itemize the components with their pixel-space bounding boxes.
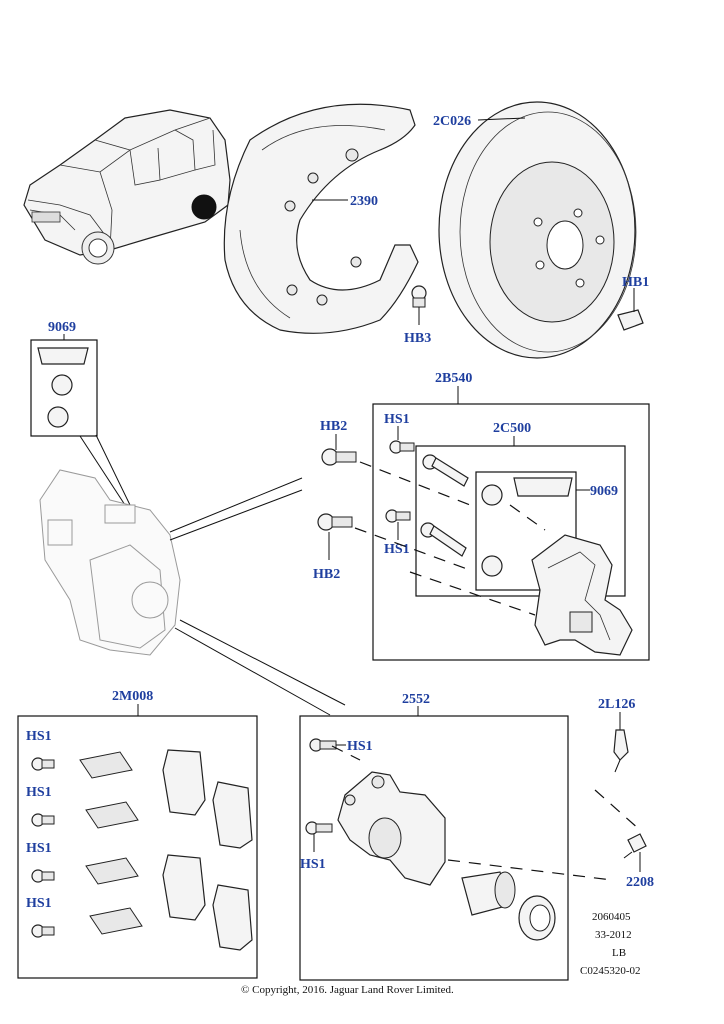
label-caliper-hs1-bottom: HS1 <box>300 857 326 872</box>
label-pad-hs1-4: HS1 <box>26 896 52 911</box>
label-hs1-top: HS1 <box>384 412 410 427</box>
carrier-bolt-bottom <box>317 513 353 531</box>
kit-box-9069 <box>30 339 98 437</box>
pad-kit-bolts <box>31 757 55 938</box>
splash-shield <box>223 103 419 334</box>
meta-line-4: C0245320-02 <box>580 965 641 977</box>
caliper-bolt-top <box>309 738 337 752</box>
label-2208: 2208 <box>626 875 654 890</box>
meta-line-3: LB <box>612 947 626 959</box>
caliper-bolt-bottom <box>305 821 333 835</box>
label-hb2-bottom: HB2 <box>313 567 340 582</box>
label-9069-left: 9069 <box>48 320 76 335</box>
label-2c500: 2C500 <box>493 421 531 436</box>
label-hb3: HB3 <box>404 331 431 346</box>
caliper-body <box>337 771 446 886</box>
guide-pin-bottom <box>420 522 467 557</box>
meta-line-1: 2060405 <box>592 911 631 923</box>
piston-seal <box>518 895 556 941</box>
label-2l126: 2L126 <box>598 697 635 712</box>
guide-pin-top <box>422 454 469 487</box>
label-pad-hs1-1: HS1 <box>26 729 52 744</box>
label-hb2-top: HB2 <box>320 419 347 434</box>
pin-kit-box <box>415 445 626 597</box>
pad-clips <box>79 751 143 935</box>
caliper-piston <box>461 871 516 916</box>
label-2390: 2390 <box>350 194 378 209</box>
carrier-bolt-top <box>321 448 357 466</box>
disc-bolt <box>617 288 644 331</box>
label-9069-inner: 9069 <box>590 484 618 499</box>
kit-box-inner <box>475 471 577 591</box>
label-pad-hs1-3: HS1 <box>26 841 52 856</box>
caliper-box <box>299 715 569 981</box>
caliper-ghost <box>39 469 181 656</box>
meta-line-2: 33-2012 <box>595 929 632 941</box>
label-2b540: 2B540 <box>435 371 472 386</box>
label-hs1-mid: HS1 <box>384 542 410 557</box>
brake-disc <box>438 101 637 359</box>
label-2552: 2552 <box>402 692 430 707</box>
brake-pads <box>162 749 253 951</box>
copyright-text: © Copyright, 2016. Jaguar Land Rover Lim… <box>241 984 454 996</box>
label-2m008: 2M008 <box>112 689 153 704</box>
label-caliper-hs1-top: HS1 <box>347 739 373 754</box>
wear-sensor <box>613 729 629 773</box>
caliper-carrier <box>531 534 633 656</box>
guide-bolt-mid <box>385 509 411 523</box>
carrier-kit-box <box>372 403 650 661</box>
label-hb1: HB1 <box>622 275 649 290</box>
bleed-screw <box>623 833 647 872</box>
pad-kit-box <box>17 715 258 979</box>
label-2c026: 2C026 <box>433 114 471 129</box>
shield-bolt <box>411 285 427 325</box>
label-pad-hs1-2: HS1 <box>26 785 52 800</box>
guide-bolt-top <box>389 440 415 454</box>
vehicle-illustration <box>23 109 231 265</box>
